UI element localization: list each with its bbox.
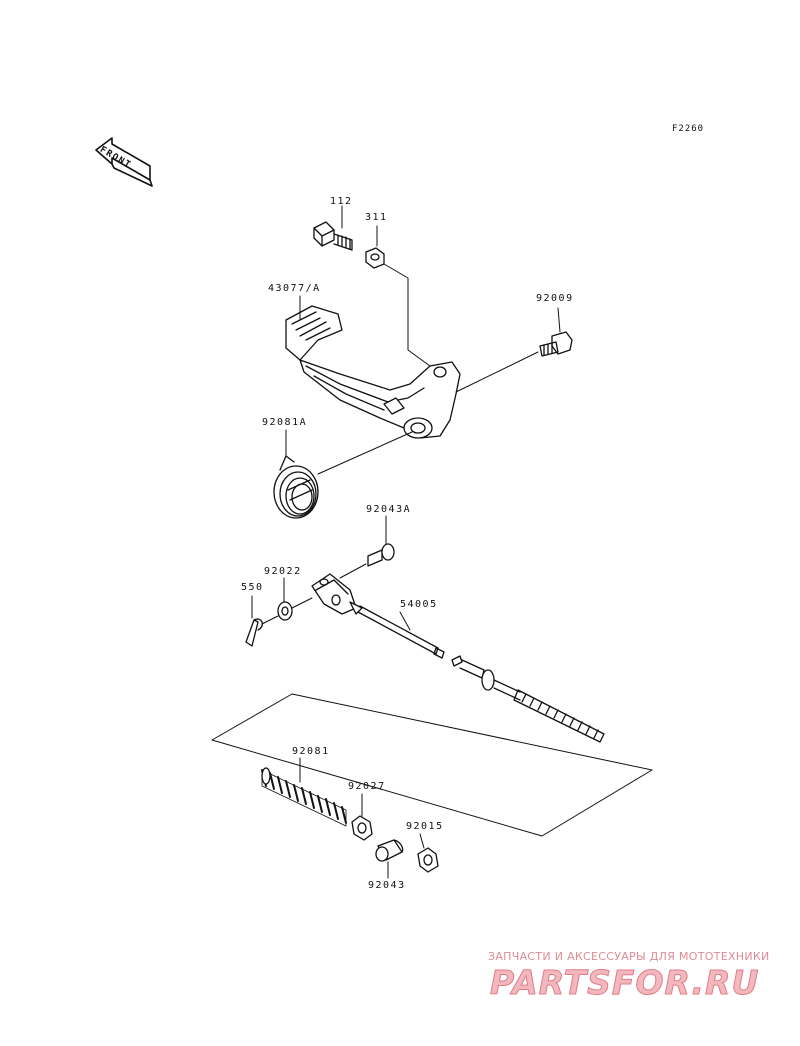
clevis-54005	[311, 573, 445, 659]
callout-92009: 92009	[536, 293, 574, 304]
clevis-pin-92043a	[367, 515, 395, 567]
callout-92015: 92015	[406, 821, 444, 832]
callout-112: 112	[330, 196, 353, 207]
washer-92022	[277, 577, 293, 621]
cotter-pin-550	[245, 595, 263, 647]
nut-92027	[351, 793, 373, 841]
bolt-112	[313, 205, 353, 251]
spring-92081	[261, 757, 347, 827]
nut-92015	[417, 833, 439, 873]
callout-43077a: 43077/A	[268, 283, 321, 294]
callout-54005: 54005	[400, 599, 438, 610]
callout-311: 311	[365, 212, 388, 223]
bolt-92009	[539, 307, 573, 357]
front-arrow-icon	[95, 137, 153, 187]
figure-code: F2260	[672, 124, 705, 134]
callout-92022: 92022	[264, 566, 302, 577]
joint-92043	[375, 839, 404, 879]
callout-92043: 92043	[368, 880, 406, 891]
callout-92043a: 92043A	[366, 504, 412, 515]
watermark-tagline: ЗАПЧАСТИ И АКСЕССУАРЫ ДЛЯ МОТОТЕХНИКИ	[488, 950, 770, 963]
callout-92081: 92081	[292, 746, 330, 757]
callout-92027: 92027	[348, 781, 386, 792]
nut-311	[365, 225, 385, 269]
callout-550: 550	[241, 582, 264, 593]
callout-92081a: 92081A	[262, 417, 308, 428]
cable-threaded-rod	[451, 655, 605, 743]
spring-92081a	[273, 429, 319, 519]
watermark-logo: PARTSFOR.RU	[489, 963, 760, 1003]
brake-pedal-43077a	[285, 295, 461, 439]
group-bracket	[211, 693, 653, 837]
